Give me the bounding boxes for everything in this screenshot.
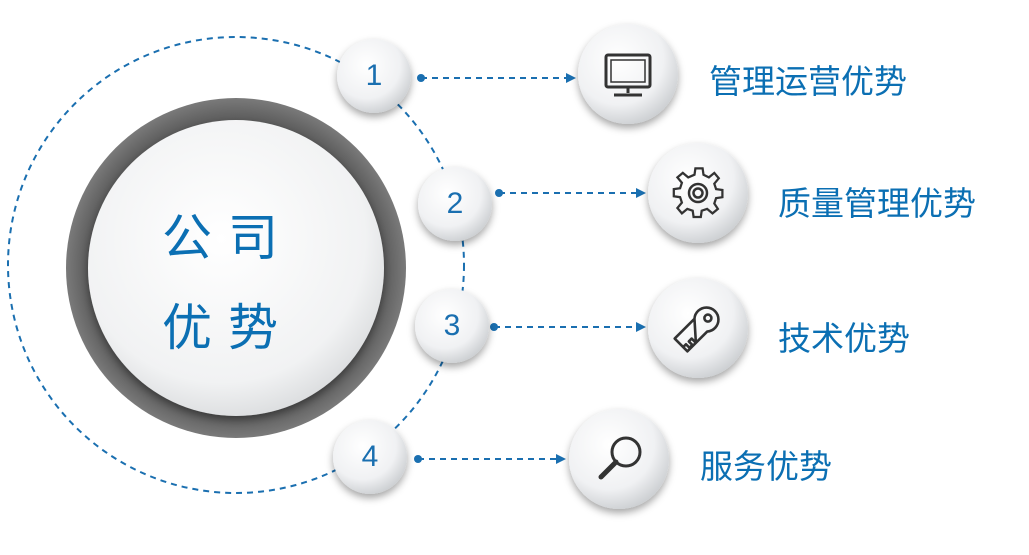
item-label-4: 服务优势	[700, 447, 832, 486]
node-1	[337, 39, 411, 113]
number-nodes	[333, 39, 492, 494]
center-title-line2: 优势	[162, 299, 294, 357]
node-3	[415, 289, 489, 363]
node-2	[418, 167, 492, 241]
item-label-2: 质量管理优势	[778, 184, 976, 223]
node-number-4: 4	[361, 440, 379, 473]
key-icon	[673, 306, 720, 353]
item-label-3: 技术优势	[778, 319, 910, 358]
node-number-2: 2	[446, 187, 464, 220]
gear-icon	[672, 167, 724, 219]
connectors	[414, 73, 646, 464]
icon-circles	[569, 24, 748, 509]
magnifier-icon	[598, 436, 642, 480]
outer-dashed-circle	[7, 36, 465, 494]
node-4	[333, 420, 407, 494]
center-circle	[66, 98, 406, 438]
item-label-1: 管理运营优势	[709, 62, 907, 101]
node-number-1: 1	[365, 59, 383, 92]
monitor-icon	[604, 53, 652, 97]
center-title-line1: 公司	[162, 209, 294, 267]
node-number-3: 3	[443, 309, 461, 342]
